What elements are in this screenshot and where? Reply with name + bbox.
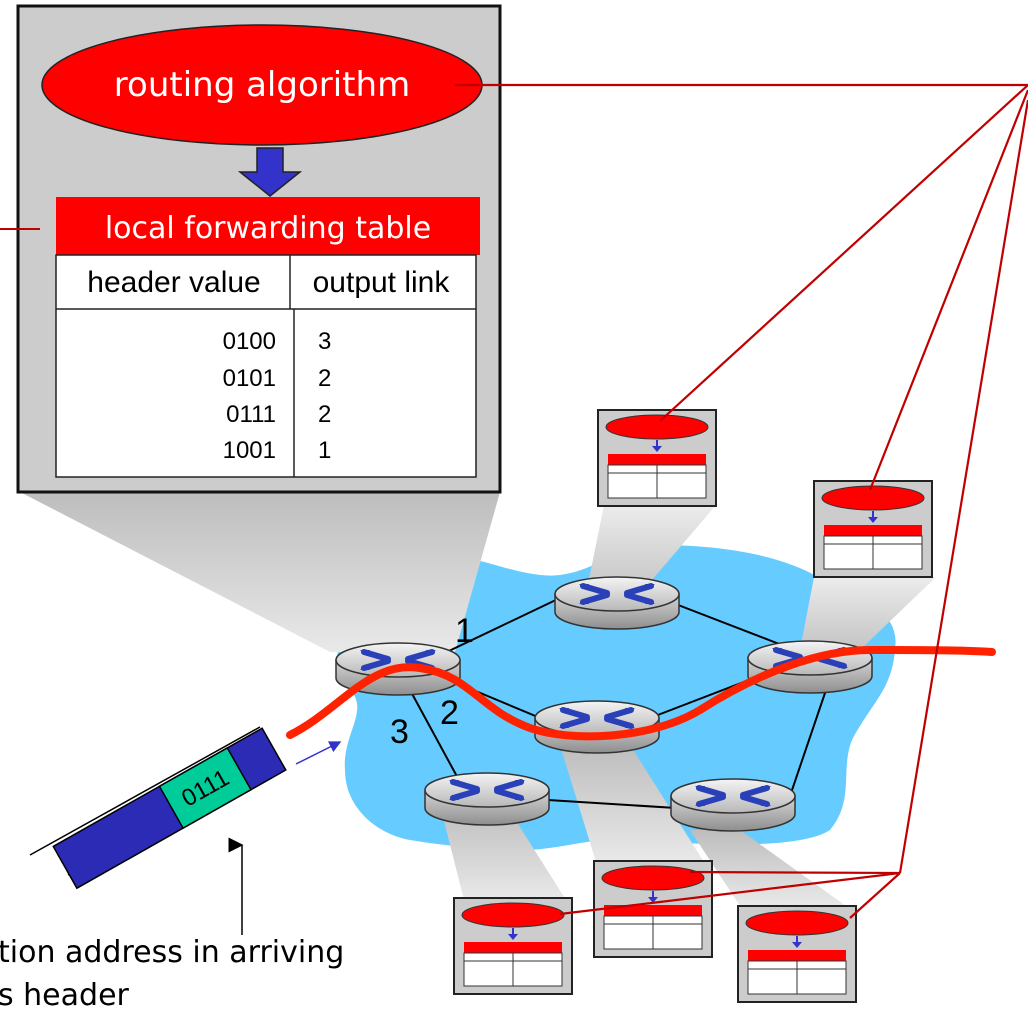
forwarding-table-title: local forwarding table: [105, 211, 431, 246]
router-bottom-left[interactable]: [425, 773, 549, 825]
forwarding-table-title-bar: [56, 197, 480, 255]
routing-algorithm-label: routing algorithm: [114, 65, 410, 105]
row-4-header-value: 1001: [223, 437, 276, 464]
mini-routing-box-bottom-center: [593, 860, 713, 958]
arrival-arrow: [295, 741, 342, 765]
router-bottom-right[interactable]: [671, 779, 795, 831]
col-header-value: header value: [87, 266, 260, 299]
beam-center-bottom: [560, 745, 704, 862]
row-3-output-link: 2: [318, 401, 331, 428]
beam-bottom-right: [690, 830, 846, 906]
down-arrow-icon: [237, 147, 303, 197]
arriving-packet: 0111: [29, 726, 342, 890]
beam-main: [20, 492, 500, 652]
col-output-link: output link: [313, 266, 451, 299]
beam-bottom-left: [440, 805, 566, 900]
control-lines: [455, 83, 1028, 919]
row-2-output-link: 2: [318, 365, 331, 392]
router-top[interactable]: [555, 577, 679, 629]
beam-right-router: [800, 577, 936, 650]
caption-line-1: tion address in arriving: [0, 935, 344, 970]
row-3-header-value: 0111: [226, 401, 276, 428]
port-label-1: 1: [455, 612, 474, 650]
row-2-header-value: 0101: [223, 365, 276, 392]
router-center[interactable]: [535, 701, 659, 753]
mini-routing-box-bottom-right: [737, 905, 857, 1003]
packet-header-field: [158, 746, 252, 830]
packet-path: [286, 645, 996, 741]
caption-line-2: s header: [0, 978, 130, 1013]
router-links: [409, 597, 827, 809]
row-1-output-link: 3: [318, 328, 331, 355]
main-routing-box: routing algorithm local forwarding table…: [16, 4, 502, 494]
mini-routing-box-right: [813, 480, 933, 578]
row-1-header-value: 0100: [223, 328, 276, 355]
beam-top-router: [586, 505, 716, 594]
port-label-2: 2: [440, 694, 459, 732]
mini-routing-box-top: [597, 409, 717, 507]
row-4-output-link: 1: [318, 437, 331, 464]
port-label-3: 3: [390, 713, 409, 751]
mini-routing-box-bottom-left: [453, 897, 573, 995]
